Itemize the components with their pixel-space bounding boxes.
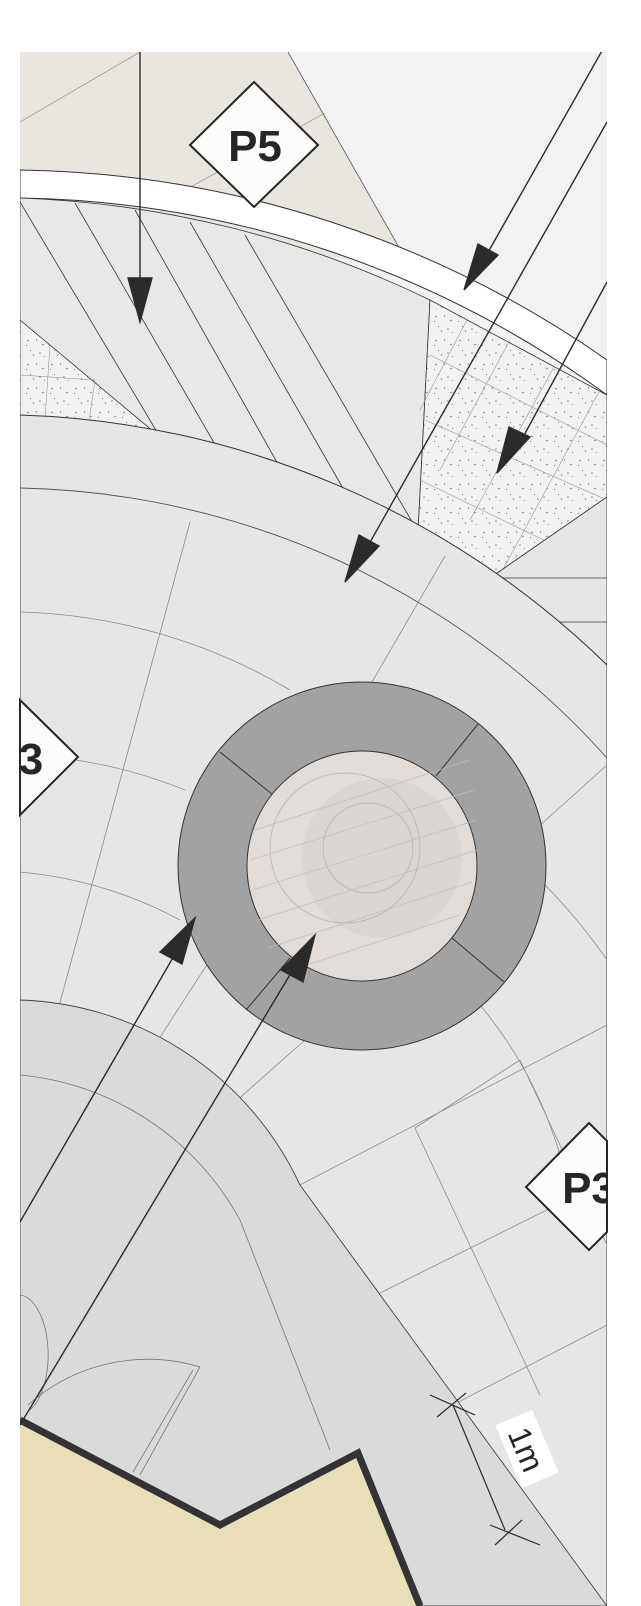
tag-p3-right[interactable]: P3 xyxy=(524,1121,616,1252)
paving-rings xyxy=(20,487,607,759)
building-outline xyxy=(20,1416,424,1606)
lower-paving-band xyxy=(20,999,607,1606)
tag-p3-left[interactable]: 3 xyxy=(19,697,80,818)
dimension-line xyxy=(429,1392,541,1546)
tag-p5-label: P5 xyxy=(228,122,282,171)
planter-inner-line xyxy=(20,52,141,123)
tag-p3-right-label: P3 xyxy=(562,1164,616,1213)
plan-area xyxy=(20,52,607,1606)
lower-band-joints xyxy=(20,1074,331,1476)
building-footprint xyxy=(20,1420,420,1606)
paving-joints xyxy=(20,521,607,1453)
hatch-lines xyxy=(20,201,419,533)
tree-canopy xyxy=(302,778,462,938)
tag-p5[interactable]: P5 xyxy=(188,80,320,209)
leader-arrows xyxy=(20,52,607,1426)
outer-curb-band xyxy=(20,169,607,396)
tree-pit xyxy=(177,681,547,1051)
tag-p3-left-label: 3 xyxy=(19,735,43,784)
planter-edge-line xyxy=(287,52,406,259)
